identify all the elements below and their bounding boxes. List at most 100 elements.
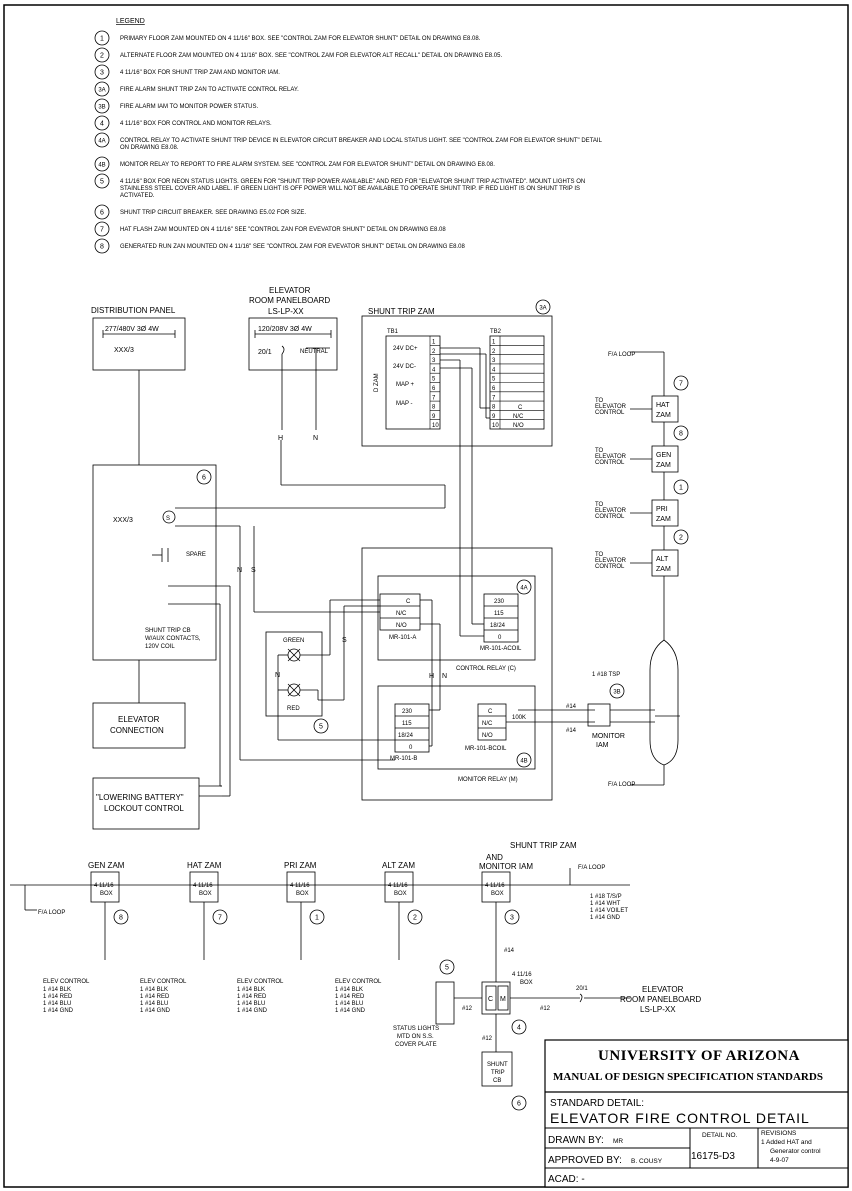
legend-marker-2: 3 [94, 64, 110, 80]
right-zam-to-1-1: ELEVATOR [595, 454, 627, 460]
tb2-number-5: 5 [492, 377, 496, 383]
elev-control-title-3: ELEV CONTROL [335, 979, 382, 985]
marker-3a: 3A [535, 299, 551, 315]
lowering-battery-box [92, 777, 200, 830]
legend-text-8-3: ACTIVATED. [120, 193, 155, 199]
tb1-label-0: 24V DC+ [393, 346, 418, 352]
fa-loop-bottom: F/A LOOP [608, 782, 635, 788]
legend-text-7: MONITOR RELAY TO REPORT TO FIRE ALARM SY… [120, 162, 495, 168]
shunt-cb-desc-3: 120V COIL [145, 644, 175, 650]
legend-marker-9: 6 [94, 204, 110, 220]
legend-marker-8: 5 [94, 173, 110, 189]
panelboard-breaker: 20/1 [258, 349, 272, 356]
svg-text:4B: 4B [520, 759, 527, 765]
right-zam-to-2-1: ELEVATOR [595, 508, 627, 514]
svg-text:2: 2 [100, 53, 104, 60]
svg-text:8: 8 [100, 244, 104, 251]
right-zam-name2-2: ZAM [656, 516, 671, 523]
tb2-number-1: 1 [492, 340, 496, 346]
shunt-trip-zam-lower-2: AND [486, 853, 503, 862]
legend-marker-11: 8 [94, 238, 110, 254]
elev-control-wire-3-2: 1 #14 BLU [335, 1001, 363, 1007]
legend-marker-3: 3A [94, 81, 110, 97]
tb2-number-2: 2 [492, 349, 496, 355]
svg-text:4: 4 [100, 121, 104, 128]
approved-by-value: B. COUSY [631, 1158, 663, 1165]
shunt-cb-breaker: XXX/3 [113, 517, 133, 524]
tb1-label-3: MAP - [396, 401, 413, 407]
svg-text:1: 1 [679, 485, 683, 492]
svg-text:6: 6 [100, 210, 104, 217]
panelboard-n: N [313, 435, 318, 442]
lights-s: S [342, 637, 347, 644]
svg-text:2: 2 [679, 535, 683, 542]
marker-5-upper: 5 [313, 718, 329, 734]
tb1-number-10: 10 [432, 423, 439, 429]
elev-control-wire-0-2: 1 #14 BLU [43, 1001, 71, 1007]
tb2-c: C [518, 405, 523, 411]
monitor-coil-2: 115 [402, 721, 412, 727]
shunt-trip-cb-box [92, 464, 217, 661]
relay-box-c: C [488, 996, 493, 1003]
monitor-relay-no: N/O [482, 733, 493, 739]
panelboard-title-3: LS-LP-XX [268, 307, 304, 316]
distribution-panel-voltage: 277/480V 3Ø 4W [105, 326, 159, 333]
lower-box-name-2: PRI ZAM [284, 861, 317, 870]
elev-control-title-0: ELEV CONTROL [43, 979, 90, 985]
tb2-number-4: 4 [492, 367, 496, 373]
tb2-number-7: 7 [492, 395, 496, 401]
control-coil-2: 115 [494, 611, 504, 617]
right-zam-to-3-1: ELEVATOR [595, 558, 627, 564]
relay-box-size-2: BOX [520, 980, 533, 986]
green-light-label: GREEN [283, 638, 304, 644]
approved-by-label: APPROVED BY: [548, 1155, 622, 1166]
svg-text:1: 1 [100, 36, 104, 43]
right-zam-to-3-2: CONTROL [595, 564, 625, 570]
status-wire: #12 [462, 1006, 473, 1012]
page-border [3, 4, 849, 1188]
lower-box-size-2: 4 11/16 [290, 883, 310, 889]
distribution-panel-title: DISTRIBUTION PANEL [91, 306, 176, 315]
legend-marker-4: 3B [94, 98, 110, 114]
panelboard-neutral: NEUTRAL [300, 349, 329, 355]
control-relay-name: MR-101-A [389, 635, 416, 641]
panelboard-h: H [278, 435, 283, 442]
legend-text-3: FIRE ALARM SHUNT TRIP ZAN TO ACTIVATE CO… [120, 87, 299, 93]
monitor-iam-1: MONITOR [592, 733, 625, 740]
shunt-trip-zam-lower-1: SHUNT TRIP ZAM [510, 841, 577, 850]
red-light-label: RED [287, 706, 300, 712]
tb1-number-7: 7 [432, 395, 436, 401]
upper-wiring [92, 315, 680, 830]
right-zam-marker-3: 2 [673, 529, 689, 545]
elevator-connection-1: ELEVATOR [118, 715, 160, 724]
lower-box-name-4: MONITOR IAM [479, 862, 533, 871]
relay-box-m: M [500, 996, 506, 1003]
shunt-cb-s-symbol: S [166, 516, 170, 522]
lower-box-marker-0: 8 [113, 909, 129, 925]
standard-detail-label: STANDARD DETAIL: [550, 1098, 644, 1109]
right-zam-to-0-1: ELEVATOR [595, 404, 627, 410]
right-zam-name1-2: PRI [656, 506, 668, 513]
right-wire-1: 1 #14 WHT [590, 901, 621, 907]
elev-control-wire-3-1: 1 #14 RED [335, 994, 365, 1000]
acad-label: ACAD: - [548, 1174, 585, 1185]
tb2-number-10: 10 [492, 423, 499, 429]
tb2-number-3: 3 [492, 358, 496, 364]
shunt-cb-n: N [237, 567, 242, 574]
monitor-relay-name: MR-101-BCOIL [465, 746, 507, 752]
monitor-coil-1: 230 [402, 709, 413, 715]
manual-title: MANUAL OF DESIGN SPECIFICATION STANDARDS [553, 1071, 823, 1083]
detail-no-label: DETAIL NO. [702, 1132, 738, 1139]
svg-text:4: 4 [517, 1025, 521, 1032]
wire-14-b: #14 [566, 728, 577, 734]
upper-labels: DISTRIBUTION PANEL 277/480V 3Ø 4W XXX/3 … [91, 286, 689, 813]
elev-control-wire-1-2: 1 #14 BLU [140, 1001, 168, 1007]
lower-box-box-0: BOX [100, 891, 113, 897]
legend-text-2: 4 11/16" BOX FOR SHUNT TRIP ZAM AND MONI… [120, 70, 280, 76]
legend-text-0: PRIMARY FLOOR ZAM MOUNTED ON 4 11/16" BO… [120, 36, 481, 42]
right-zam-to-3-0: TO [595, 552, 604, 558]
